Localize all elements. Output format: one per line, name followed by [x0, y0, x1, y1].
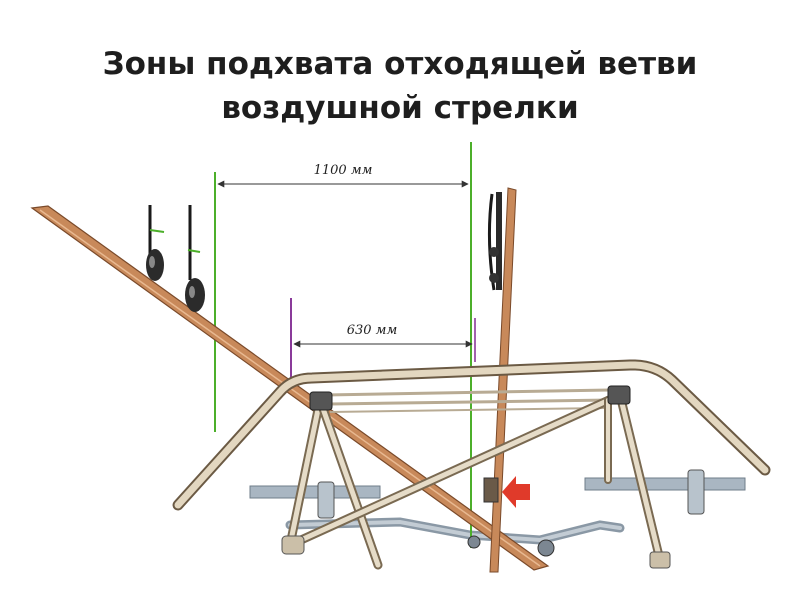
suspension-clamp-right — [185, 205, 205, 312]
diagram-title: Зоны подхвата отходящей ветви воздушной … — [0, 42, 800, 130]
title-line-2: воздушной стрелки — [221, 90, 579, 126]
pantograph — [172, 359, 771, 570]
red-arrow-icon — [502, 476, 530, 508]
dimension-lower-label: 630 мм — [347, 323, 398, 338]
dimension-lower: 630 мм — [293, 323, 473, 348]
title-line-1: Зоны подхвата отходящей ветви — [102, 46, 698, 82]
dimension-upper: 1100 мм — [217, 163, 469, 188]
suspension-clamp-left — [146, 205, 165, 281]
dimension-upper-label: 1100 мм — [314, 163, 373, 178]
vertical-contact-wire — [483, 187, 517, 573]
